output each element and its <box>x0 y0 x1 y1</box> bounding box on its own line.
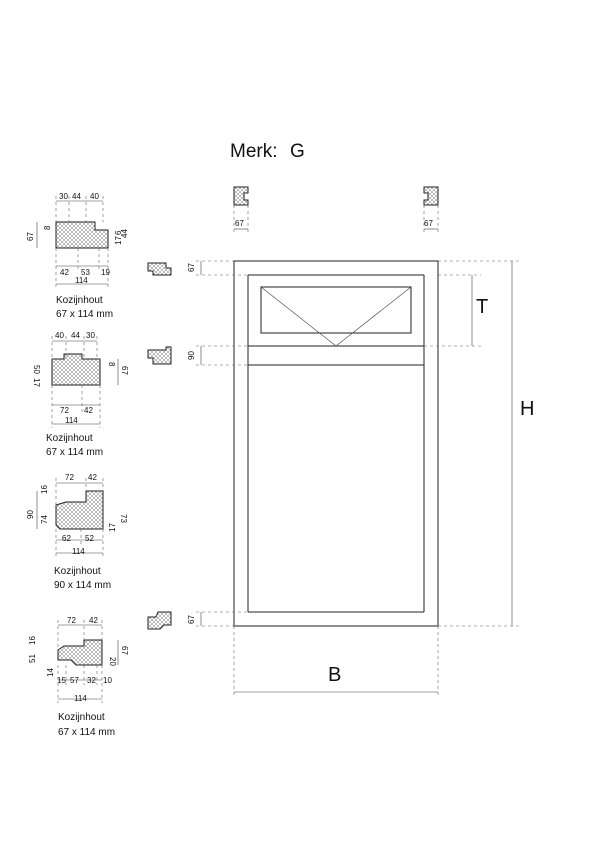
s3-dim-52: 52 <box>85 534 94 543</box>
s1-dim-6: 6 <box>114 230 123 235</box>
s2-dim-67: 67 <box>120 366 129 375</box>
s1-caption-2: 67 x 114 mm <box>56 309 113 320</box>
s4-dim-15: 15 <box>57 676 66 685</box>
left-profile-symbol-1 <box>147 262 172 276</box>
merk-value: G <box>290 141 305 162</box>
s3-dim-16: 16 <box>40 485 49 494</box>
s1-dim-44: 44 <box>72 192 81 201</box>
label-T: T <box>476 296 488 318</box>
left-profile-symbol-2 <box>147 346 172 365</box>
s4-dim-32: 32 <box>87 676 96 685</box>
top-right-profile-symbol <box>423 186 439 206</box>
s2-caption-1: Kozijnhout <box>46 433 93 444</box>
s2-dim-40: 40 <box>55 331 64 340</box>
top-left-profile-symbol <box>233 186 249 206</box>
dim-top-left: 67 <box>235 219 244 228</box>
s3-dim-42: 42 <box>88 473 97 482</box>
section-1: 30 44 40 8 67 44 17 6 42 53 19 114 Kozij… <box>26 192 129 320</box>
section-3-profile <box>55 490 104 530</box>
s4-caption-1: Kozijnhout <box>58 712 105 723</box>
section-2-profile <box>51 353 101 386</box>
s2-dim-72: 72 <box>60 406 69 415</box>
s1-dim-8: 8 <box>43 225 52 230</box>
label-B: B <box>328 664 341 686</box>
section-1-profile <box>55 221 109 249</box>
dim-frame-bottom: 67 <box>187 615 196 624</box>
s2-dim-114: 114 <box>65 416 78 425</box>
s1-dim-30: 30 <box>59 192 68 201</box>
s2-dim-8: 8 <box>107 362 116 367</box>
section-4: 72 42 16 51 67 20 14 15 57 32 10 114 Koz… <box>28 616 129 738</box>
dim-frame-top: 67 <box>187 263 196 272</box>
s4-dim-10: 10 <box>103 676 112 685</box>
s2-dim-44: 44 <box>71 331 80 340</box>
top-light-sash <box>260 286 412 334</box>
s2-dim-42: 42 <box>84 406 93 415</box>
s3-dim-62: 62 <box>62 534 71 543</box>
section-4-profile <box>57 639 103 666</box>
s3-dim-90: 90 <box>26 510 35 519</box>
s1-dim-17: 17 <box>114 236 123 245</box>
s4-dim-14: 14 <box>46 668 55 677</box>
s4-dim-114: 114 <box>74 694 87 703</box>
s4-dim-20: 20 <box>108 657 117 666</box>
s1-dim-53: 53 <box>81 268 90 277</box>
s1-dim-44r: 44 <box>120 229 129 238</box>
s1-dim-40: 40 <box>90 192 99 201</box>
s1-dim-67: 67 <box>26 232 35 241</box>
merk-label: Merk: <box>230 141 278 162</box>
s1-caption-1: Kozijnhout <box>56 295 103 306</box>
s1-dim-114: 114 <box>75 276 88 285</box>
left-profile-symbol-3 <box>147 611 172 630</box>
dim-top-right: 67 <box>424 219 433 228</box>
s4-dim-42: 42 <box>89 616 98 625</box>
s4-dim-72: 72 <box>67 616 76 625</box>
s1-dim-42: 42 <box>60 268 69 277</box>
section-3: 72 42 16 90 74 73 17 62 52 114 Kozijnhou… <box>26 473 128 591</box>
tilt-indicator <box>260 286 412 347</box>
s3-caption-2: 90 x 114 mm <box>54 580 111 591</box>
s4-dim-67: 67 <box>120 646 129 655</box>
frame-outer <box>233 260 439 627</box>
s3-dim-17: 17 <box>108 523 117 532</box>
s3-dim-72: 72 <box>65 473 74 482</box>
s2-dim-30: 30 <box>86 331 95 340</box>
dim-transom: 90 <box>187 351 196 360</box>
s4-dim-57: 57 <box>70 676 79 685</box>
s4-caption-2: 67 x 114 mm <box>58 727 115 738</box>
s3-dim-114: 114 <box>72 547 85 556</box>
s4-dim-51: 51 <box>28 654 37 663</box>
s3-dim-74: 74 <box>40 515 49 524</box>
s2-dim-17: 17 <box>32 378 41 387</box>
s2-dim-50: 50 <box>32 365 41 374</box>
s4-dim-16: 16 <box>28 636 37 645</box>
label-H: H <box>520 398 534 420</box>
main-elevation: 67 67 67 90 67 <box>147 186 534 697</box>
s1-dim-19: 19 <box>101 268 110 277</box>
s2-caption-2: 67 x 114 mm <box>46 447 103 458</box>
s3-caption-1: Kozijnhout <box>54 566 101 577</box>
s3-dim-73: 73 <box>119 514 128 523</box>
section-2: 40 44 30 8 50 17 67 72 42 114 Kozijnhout… <box>32 331 129 458</box>
